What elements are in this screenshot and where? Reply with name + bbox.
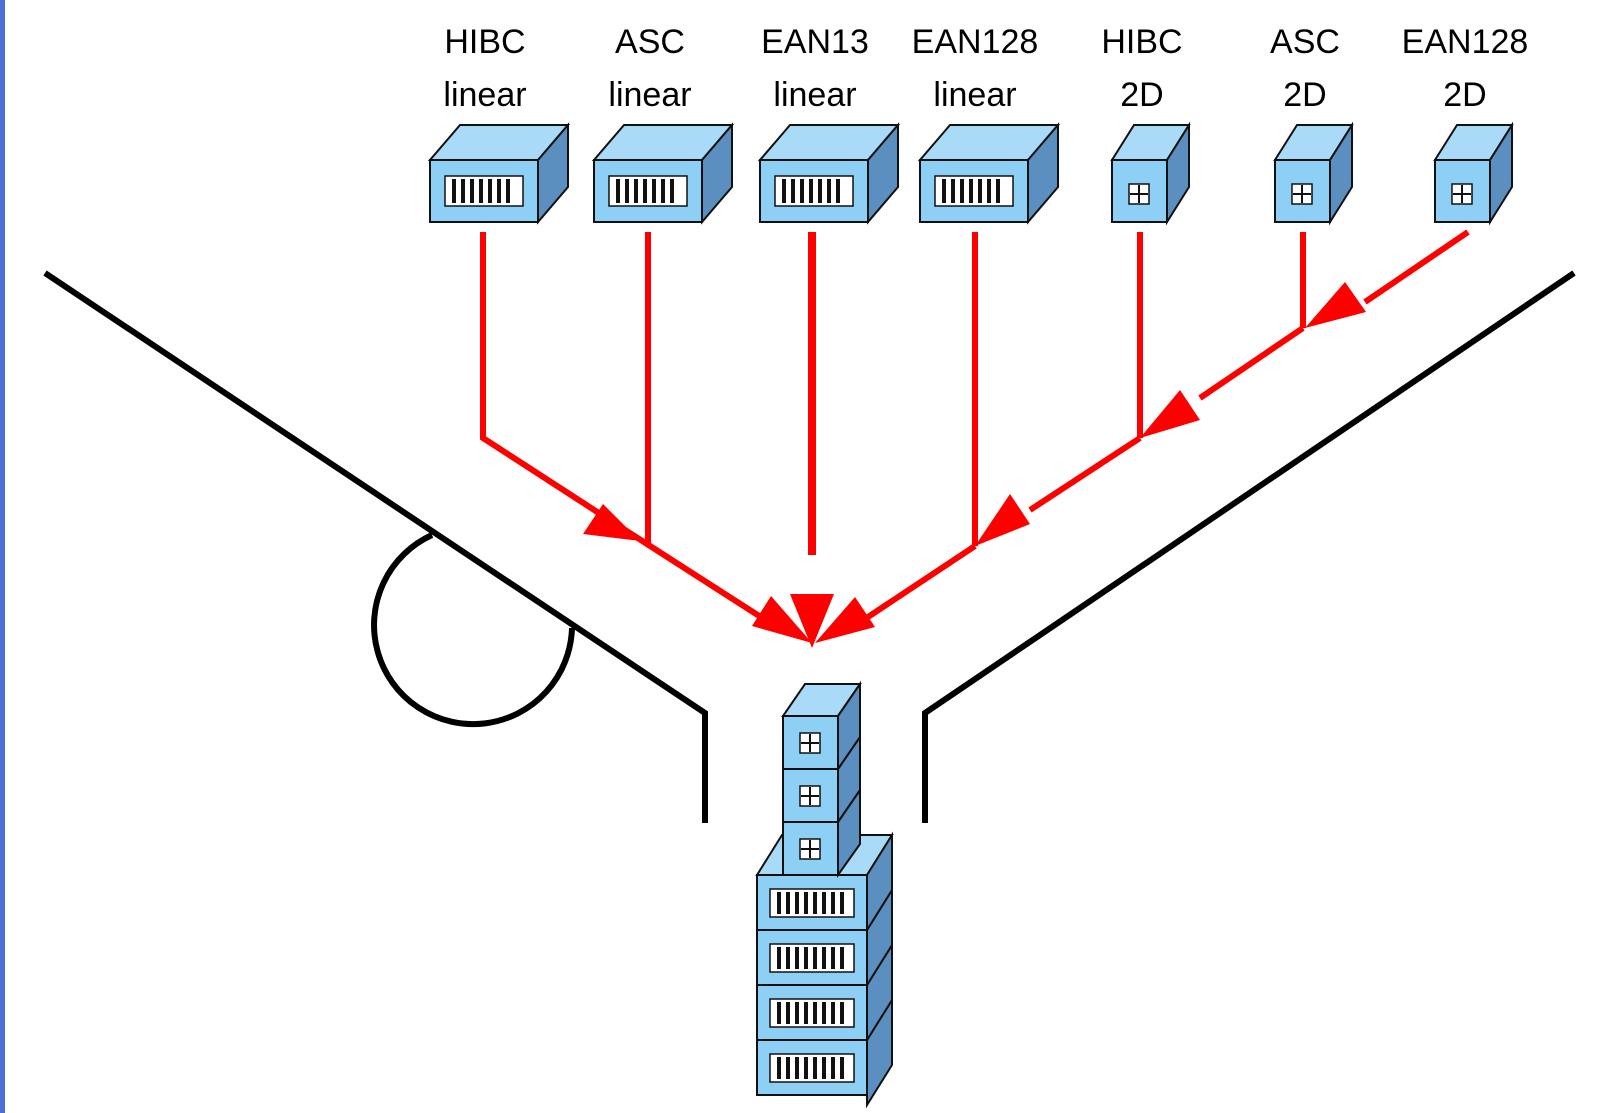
label-asc-linear-1: ASC (615, 23, 685, 61)
label-ean128-2d-1: EAN128 (1402, 23, 1529, 61)
scanner-ean128-2d (1433, 121, 1514, 226)
scanner-asc-linear (591, 122, 735, 225)
label-asc-linear-2: linear (608, 76, 691, 114)
arrow-head-7 (1305, 282, 1366, 328)
stack-box-2d-1 (781, 680, 862, 773)
flow-hibc-linear (480, 232, 624, 531)
arrow-head-6 (1140, 390, 1200, 438)
window-left-edge (0, 0, 5, 1113)
arrow-head-3 (752, 596, 812, 643)
funnel-rails (43, 270, 1576, 823)
flow-lines (480, 229, 1470, 631)
barcode-icon (942, 179, 1000, 203)
barcode-icon (777, 892, 844, 914)
label-ean128-2d-2: 2D (1443, 76, 1486, 114)
label-hibc-2d-1: HIBC (1101, 23, 1182, 61)
flow-right-diagonal-3 (866, 543, 977, 620)
matrix-code-icon (1291, 183, 1313, 205)
barcode-icon (616, 179, 674, 203)
barcode-icon (777, 1002, 844, 1024)
flow-right-diagonal-2 (1028, 435, 1142, 513)
matrix-code-icon (1451, 183, 1473, 205)
barcode-icon (777, 1057, 844, 1079)
scanner-hibc-2d (1110, 121, 1191, 226)
matrix-code-icon (799, 838, 821, 860)
label-asc-2d-1: ASC (1270, 23, 1340, 61)
label-ean128-linear-1: EAN128 (912, 23, 1039, 61)
scanner-ean13-linear (757, 122, 901, 225)
roller-circle (371, 532, 575, 728)
scanner-hibc-linear (427, 122, 571, 225)
arrow-head-4 (815, 597, 875, 643)
label-ean13-linear-1: EAN13 (761, 23, 869, 61)
label-hibc-linear-1: HIBC (444, 23, 525, 61)
barcode-icon (452, 179, 510, 203)
stack-box-linear-2 (756, 886, 893, 989)
label-ean13-linear-2: linear (773, 76, 856, 114)
stack-box-linear-3 (756, 941, 893, 1044)
flow-ean128-2d (1363, 229, 1470, 305)
label-hibc-2d-2: 2D (1120, 76, 1163, 114)
arrow-head-2 (790, 594, 834, 648)
matrix-code-icon (1128, 183, 1150, 205)
barcode-icon (782, 179, 840, 203)
left-rail (43, 270, 708, 823)
matrix-code-icon (799, 785, 821, 807)
label-hibc-linear-2: linear (443, 76, 526, 114)
flow-right-diagonal (1198, 325, 1305, 401)
scanner-labels: HIBC linear ASC linear EAN13 linear EAN1… (443, 23, 1528, 114)
matrix-code-icon (799, 732, 821, 754)
label-asc-2d-2: 2D (1283, 76, 1326, 114)
arrow-head-5 (975, 494, 1030, 546)
scanner-ean128-linear (917, 122, 1061, 225)
arrowheads (583, 282, 1366, 648)
arrow-head-1 (583, 504, 640, 541)
label-ean128-linear-2: linear (933, 76, 1016, 114)
right-rail (922, 270, 1576, 823)
barcode-icon (777, 947, 844, 969)
output-stack (755, 680, 894, 1109)
scanner-asc-2d (1273, 121, 1354, 226)
